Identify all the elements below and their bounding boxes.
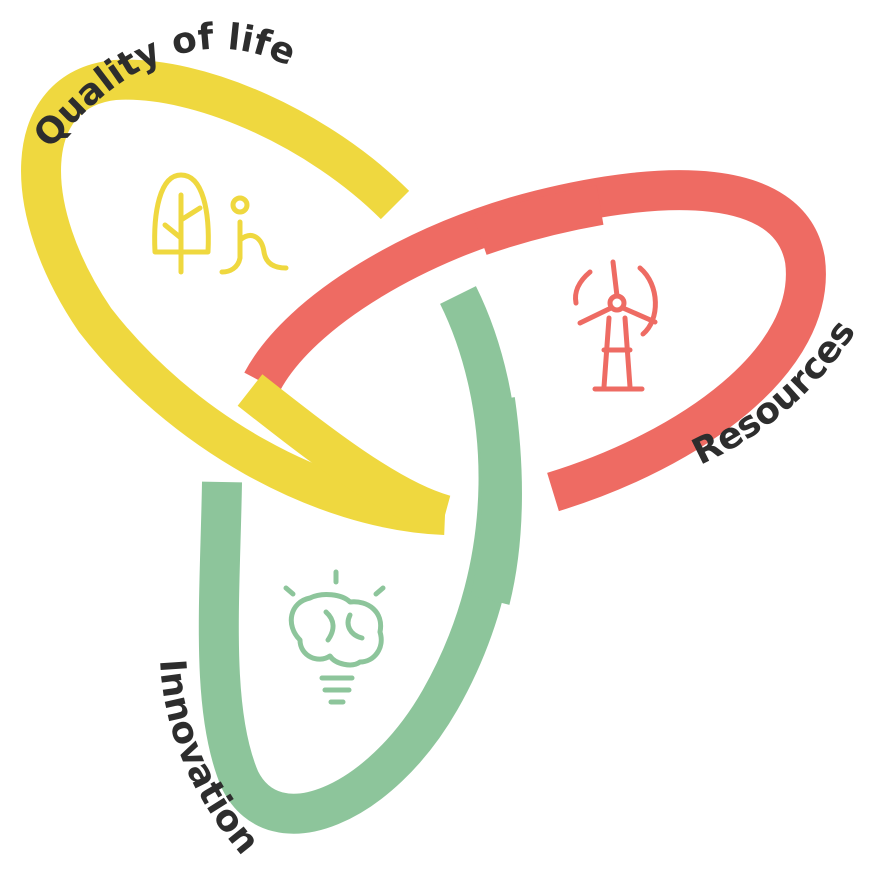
resources-loop-overlap xyxy=(473,185,604,255)
quality-of-life-loop xyxy=(21,59,446,535)
tree-and-person-icon xyxy=(152,172,289,275)
brain-lightbulb-icon xyxy=(283,569,386,705)
quality-of-life-loop-overlap xyxy=(237,374,451,535)
resources-loop xyxy=(244,170,826,512)
wind-turbine-icon xyxy=(573,259,658,392)
innovation-loop-overlap xyxy=(470,397,522,605)
